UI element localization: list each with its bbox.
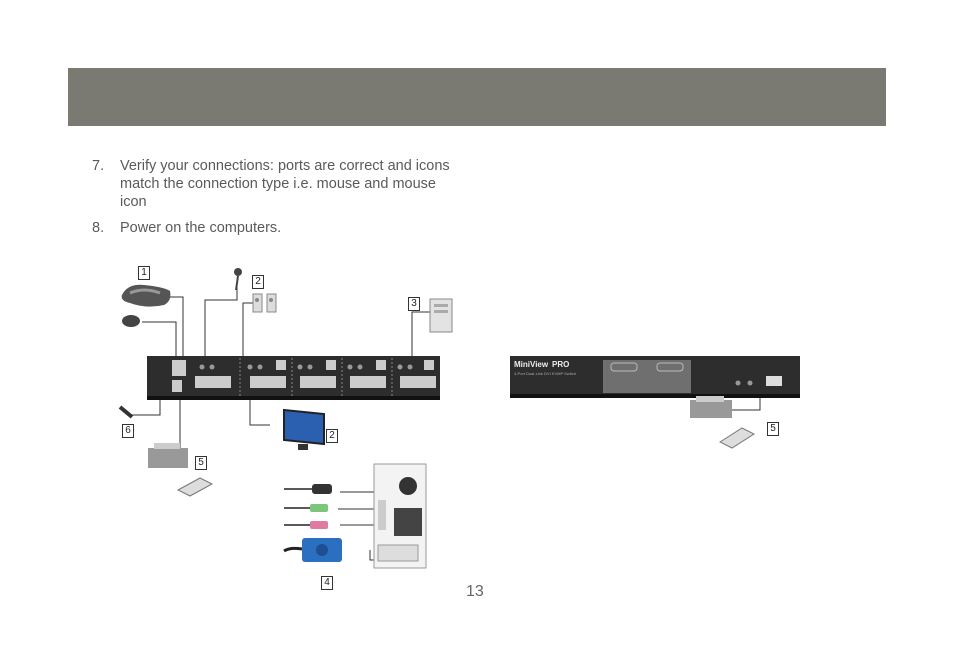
callout-monitor: 2	[326, 429, 338, 443]
header-band	[68, 68, 886, 126]
front-panel-subtitle: 4-Port Dual-Link DVI KVMP Switch	[514, 371, 576, 376]
connector-lines	[130, 280, 800, 561]
kvm-rear-panel	[147, 356, 440, 400]
step-number: 7.	[92, 158, 105, 174]
computer-tower-rear-icon	[373, 463, 427, 569]
monitor-icon	[283, 408, 325, 450]
front-panel-model: PRO	[552, 360, 569, 369]
callout-power: 6	[122, 424, 134, 438]
cables	[283, 484, 342, 562]
computer-tower-icon	[429, 298, 453, 333]
speakers-icon	[252, 293, 277, 313]
front-panel-brand: MiniView	[514, 360, 549, 369]
microphone-icon	[234, 268, 242, 291]
callout-printer: 5	[195, 456, 207, 470]
callout-cables: 4	[321, 576, 333, 590]
callout-front-printer: 5	[767, 422, 779, 436]
mouse-icon	[122, 315, 140, 327]
usb-drive-icon	[176, 477, 214, 497]
kvm-front-panel: MiniView PRO 4-Port Dual-Link DVI KVMP S…	[510, 356, 800, 398]
step-text: Power on the computers.	[120, 220, 282, 236]
usb-drive-icon	[718, 427, 756, 449]
power-adapter-icon	[118, 405, 134, 419]
step-7: 7. Verify your connections: ports are co…	[92, 157, 452, 211]
printer-icon	[148, 443, 188, 468]
callout-keyboard: 1	[138, 266, 150, 280]
callout-computer: 3	[408, 297, 420, 311]
keyboard-icon	[121, 284, 171, 307]
step-8: 8. Power on the computers.	[92, 219, 452, 237]
step-number: 8.	[92, 220, 105, 236]
step-text: Verify your connections: ports are corre…	[120, 158, 450, 210]
instruction-steps: 7. Verify your connections: ports are co…	[92, 157, 452, 245]
callout-audio: 2	[252, 275, 264, 289]
printer-icon	[690, 396, 732, 418]
page-number: 13	[466, 583, 484, 600]
